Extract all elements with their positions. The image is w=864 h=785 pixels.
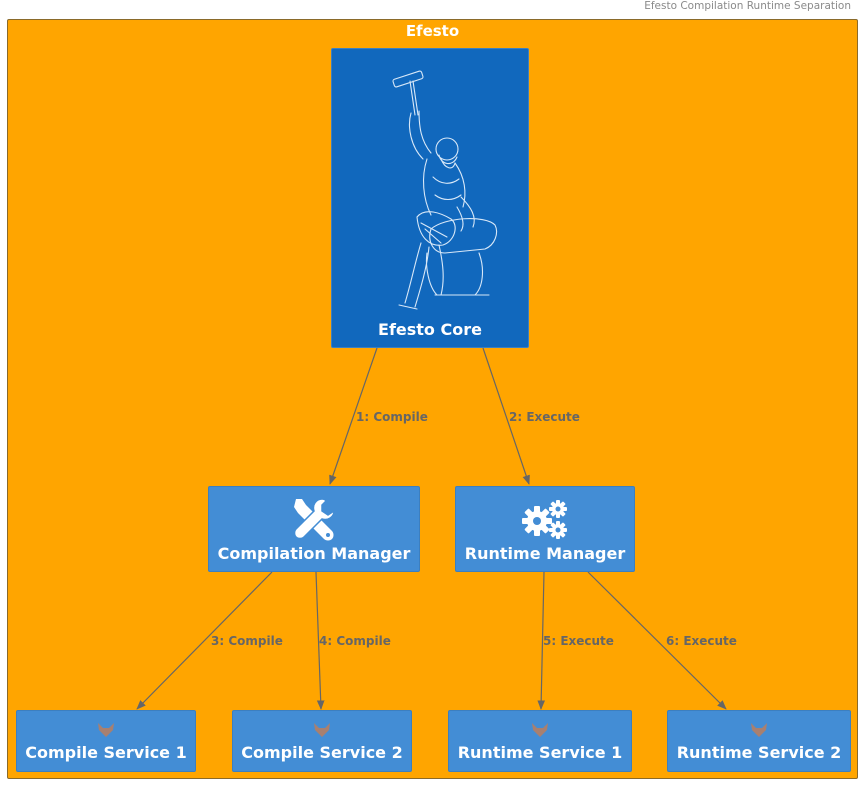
edge-label-1: 1: Compile [356, 410, 428, 424]
node-compile-service-2[interactable]: Compile Service 2 [232, 710, 412, 772]
fox-icon [532, 723, 548, 737]
edge-label-5: 5: Execute [543, 634, 614, 648]
boundary-label: Efesto [405, 22, 460, 40]
node-runtime-manager[interactable]: Runtime Manager [455, 486, 635, 572]
node-efesto-core[interactable]: Efesto Core [331, 48, 529, 348]
fox-icon [314, 723, 330, 737]
node-runtime-service-2[interactable]: Runtime Service 2 [667, 710, 851, 772]
node-label: Runtime Manager [464, 544, 626, 563]
hephaestus-anvil-icon [392, 70, 498, 310]
node-label: Runtime Service 2 [676, 743, 842, 762]
edge-label-6: 6: Execute [666, 634, 737, 648]
node-compile-service-1[interactable]: Compile Service 1 [16, 710, 196, 772]
diagram-title: Efesto Compilation Runtime Separation [644, 0, 851, 12]
node-label: Compile Service 2 [241, 743, 403, 762]
node-label: Compilation Manager [217, 544, 411, 563]
tools-icon [293, 498, 335, 541]
node-label: Compile Service 1 [25, 743, 187, 762]
node-runtime-service-1[interactable]: Runtime Service 1 [448, 710, 632, 772]
node-label: Runtime Service 1 [457, 743, 623, 762]
fox-icon [751, 723, 767, 737]
node-compilation-manager[interactable]: Compilation Manager [208, 486, 420, 572]
edge-label-4: 4: Compile [319, 634, 391, 648]
node-label: Efesto Core [378, 320, 482, 339]
edge-label-2: 2: Execute [509, 410, 580, 424]
fox-icon [98, 723, 114, 737]
gears-icon [522, 500, 567, 539]
edge-label-3: 3: Compile [211, 634, 283, 648]
